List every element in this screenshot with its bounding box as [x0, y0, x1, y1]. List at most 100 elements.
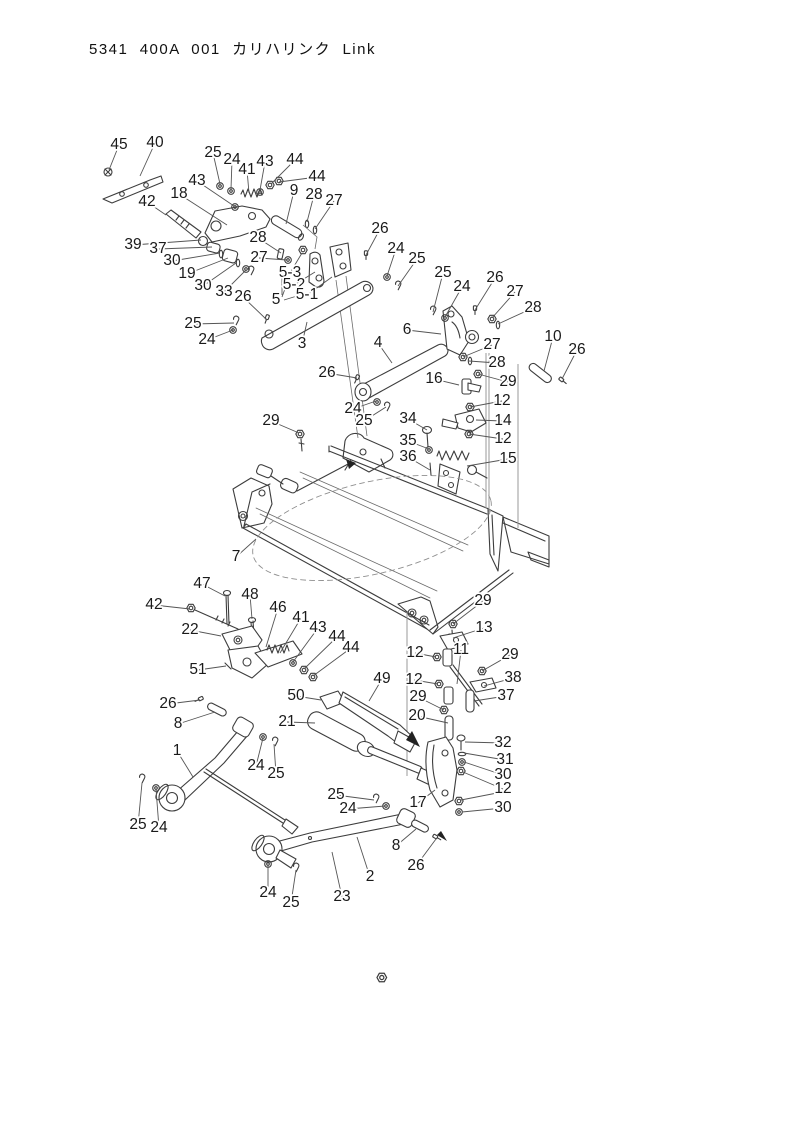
pin-part-36 [429, 462, 432, 476]
bracket-part-13 [439, 629, 469, 651]
part-number-label: 20 [408, 707, 426, 724]
leader-line [561, 349, 578, 380]
part-number-label: 27 [250, 249, 267, 266]
leader-line [417, 696, 445, 711]
lever-group-17 [425, 619, 497, 816]
leader-line [386, 248, 397, 277]
part-number-label: 30 [494, 799, 512, 816]
leader-line [306, 276, 333, 296]
leader-line [202, 262, 237, 287]
leader-line [186, 257, 229, 275]
part-number-label: 6 [403, 321, 412, 338]
part-number-label: 7 [232, 548, 241, 565]
part-number-label: 26 [486, 269, 503, 286]
part-number-label: 45 [110, 136, 127, 153]
leader-line [474, 277, 496, 311]
part-number-label: 44 [328, 628, 346, 645]
leader-line [295, 695, 322, 701]
part-number-label: 42 [138, 193, 155, 210]
leader-line [171, 252, 221, 262]
part-number-label: 29 [262, 412, 279, 429]
bracket-part-38 [469, 677, 497, 693]
pin-part-9 [270, 215, 305, 241]
part-number-label: 12 [494, 780, 511, 797]
part-number-label: 51 [189, 661, 206, 678]
bracket-part-5 [276, 219, 368, 439]
bushing-part-19 [221, 248, 239, 264]
part-number-label: 24 [223, 151, 241, 168]
part-number-label: 27 [325, 192, 342, 209]
bolt-part-42b [186, 603, 239, 630]
part-number-label: 33 [215, 283, 232, 300]
leader-line [201, 583, 226, 597]
leader-line [352, 400, 377, 410]
part-number-label: 1 [173, 742, 182, 759]
part-number-label: 5 [272, 291, 281, 308]
link-part-14 [441, 408, 487, 433]
leader-line [155, 788, 160, 829]
bolt-direction-arrow [437, 831, 447, 841]
part-number-label: 24 [339, 800, 357, 817]
part-number-label: 43 [309, 619, 326, 636]
part-number-label: 26 [318, 364, 335, 381]
leader-line [469, 400, 503, 408]
leader-line [259, 161, 266, 191]
leader-lines [108, 142, 578, 904]
leader-line [212, 152, 221, 185]
leader-line [235, 538, 257, 558]
leader-line [365, 228, 381, 256]
part-number-label: 8 [174, 715, 183, 732]
leader-line [363, 406, 387, 422]
part-number-label: 44 [286, 151, 304, 168]
page-title: 5341 400A 001 カリハリンク Link [89, 41, 376, 58]
part-number-label: 25 [434, 264, 451, 281]
part-number-label: 41 [238, 161, 255, 178]
leader-line [463, 752, 506, 761]
part-number-label: 11 [453, 641, 469, 658]
leader-line [290, 869, 297, 904]
part-number-label: 29 [501, 646, 518, 663]
part-number-label: 49 [373, 670, 390, 687]
leader-line [177, 711, 216, 725]
part-number-label: 5-1 [296, 286, 318, 303]
leader-line [265, 607, 279, 648]
part-number-label: 27 [506, 283, 523, 300]
leader-line [452, 627, 485, 639]
leader-line [279, 617, 302, 654]
leader-line [335, 794, 375, 801]
leader-line [176, 750, 194, 778]
part-number-label: 25 [204, 144, 221, 161]
leader-line [406, 329, 442, 335]
part-number-label: 30 [163, 252, 181, 269]
part-number-label: 35 [399, 432, 416, 449]
leader-line [258, 257, 288, 261]
leader-line [475, 419, 504, 422]
leader-line [249, 594, 253, 620]
leader-line [456, 649, 462, 685]
part-number-label: 17 [409, 794, 426, 811]
part-number-label: 36 [399, 448, 416, 465]
part-number-label: 4 [374, 334, 383, 351]
part-number-label: 41 [292, 609, 309, 626]
arm-part-2 [251, 793, 443, 983]
part-number-label: 24 [150, 819, 168, 836]
bolt-part-45 [103, 167, 113, 177]
part-number-label: 30 [494, 766, 512, 783]
leader-line [463, 761, 504, 776]
leader-line [270, 420, 300, 434]
leader-line [481, 654, 511, 672]
leader-line [461, 807, 504, 813]
bolt-under-29 [298, 438, 305, 452]
part-number-label: 38 [504, 669, 521, 686]
leader-line [497, 307, 534, 325]
leader-line [257, 237, 282, 254]
cable-group [295, 369, 488, 479]
leader-line [242, 296, 268, 321]
pin-part-8b [411, 819, 429, 833]
pin-part-37 [465, 689, 475, 713]
leader-line [273, 743, 277, 775]
leader-line [407, 440, 430, 450]
part-number-label: 8 [392, 837, 401, 854]
leader-line [395, 828, 417, 847]
